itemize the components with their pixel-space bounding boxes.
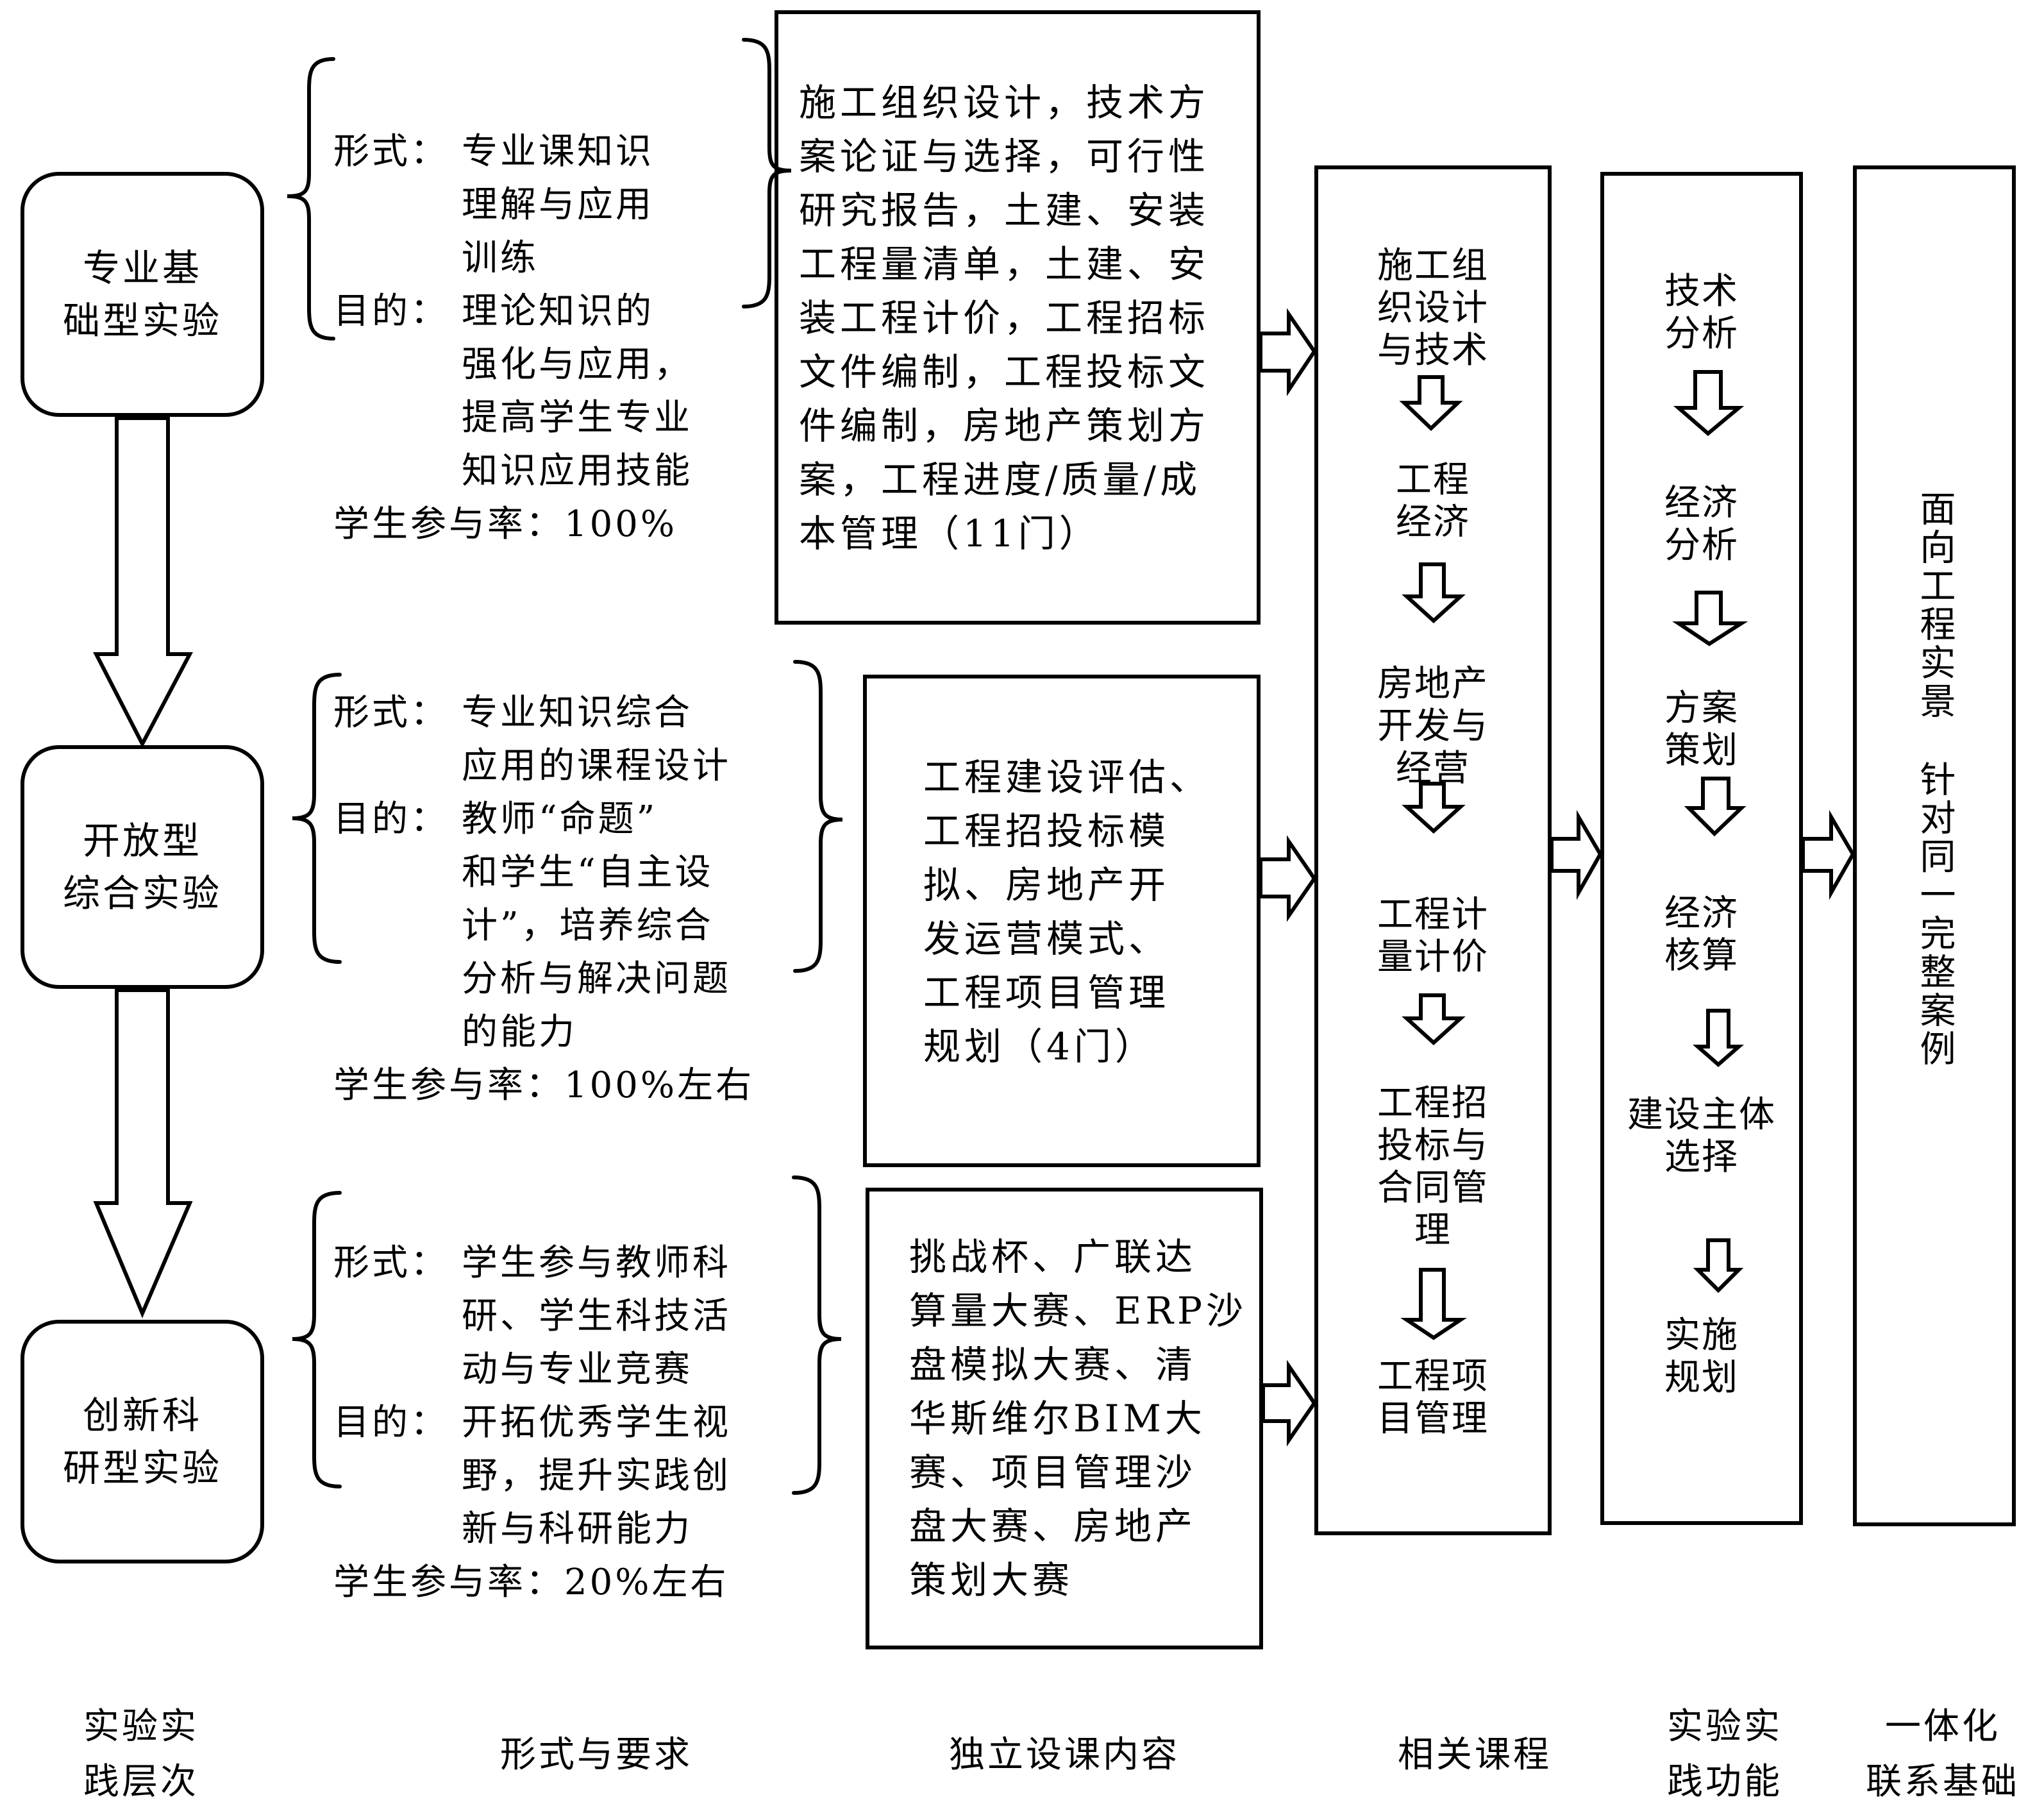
form-value: 学生参与教师科 研、学生科技活 动与专业竞赛 — [462, 1242, 731, 1390]
requirements-basic: 形式： 专业课知识 理解与应用 训练 目的： 理论知识的 强化与应用， 提高学生专业… — [333, 125, 692, 551]
form-label: 形式： — [333, 131, 449, 173]
footer-label-requirements: 形式与要求 — [500, 1734, 692, 1776]
course-content-text-open: 工程建设评估、 工程招投标模 拟、房地产开 发运营模式、 工程项目管理 规划（4… — [923, 755, 1211, 1068]
down-arrow-basic-to-open — [93, 416, 193, 748]
practice-function-item: 实施 规划 — [1664, 1315, 1739, 1399]
requirements-innovative: 形式： 学生参与教师科 研、学生科技活 动与专业竞赛 目的： 开拓优秀学生视 野，提… — [333, 1236, 731, 1609]
practice-function-item: 技术 分析 — [1664, 271, 1739, 355]
right-brace-open — [793, 660, 843, 973]
purpose-value: 开拓优秀学生视 野，提升实践创 新与科研能力 — [462, 1402, 731, 1550]
related-course-item: 工程招 投标与 合同管 理 — [1377, 1082, 1489, 1251]
level-label-innovative: 创新科 研型实验 — [62, 1394, 222, 1490]
level-box-basic: 专业基 础型实验 — [21, 172, 264, 417]
related-course-item: 工程项 目管理 — [1377, 1356, 1489, 1440]
level-label-open: 开放型 综合实验 — [62, 819, 222, 915]
purpose-label: 目的： — [333, 798, 449, 840]
form-label: 形式： — [333, 692, 449, 734]
purpose-label: 目的： — [333, 291, 449, 332]
related-courses-box: 施工组 织设计 与技术 工程 经济 房地产 开发与 经营 工程计 量计价 工程招… — [1314, 165, 1552, 1535]
related-course-item: 施工组 织设计 与技术 — [1377, 245, 1489, 371]
right-arrow-innovative-to-courses — [1261, 1360, 1317, 1447]
purpose-label: 目的： — [333, 1402, 449, 1444]
purpose-value: 理论知识的 强化与应用， 提高学生专业 知识应用技能 — [462, 291, 692, 492]
related-course-item: 工程 经济 — [1396, 459, 1470, 543]
footer-label-integration-basis: 一体化 联系基础 — [1866, 1706, 2020, 1803]
integration-basis-part2: 针对同一完整案例 — [1914, 761, 1956, 1068]
practice-function-item: 方案 策划 — [1664, 687, 1739, 771]
footer-label-related-courses: 相关课程 — [1398, 1734, 1552, 1776]
right-arrow-courses-to-functions — [1550, 809, 1603, 900]
level-box-innovative: 创新科 研型实验 — [21, 1320, 264, 1563]
right-arrow-basic-to-courses — [1259, 308, 1317, 396]
practice-function-item: 建设主体 选择 — [1627, 1094, 1776, 1178]
integration-basis-box: 面向工程实景 针对同一完整案例 — [1853, 165, 2016, 1526]
footer-label-practice-functions: 实验实 践功能 — [1667, 1706, 1782, 1803]
requirements-open: 形式： 专业知识综合 应用的课程设计 目的： 教师“命题” 和学生“自主设 计”，培… — [333, 686, 754, 1112]
form-value: 专业课知识 理解与应用 训练 — [462, 131, 654, 279]
course-content-box-open: 工程建设评估、 工程招投标模 拟、房地产开 发运营模式、 工程项目管理 规划（4… — [863, 675, 1261, 1167]
down-arrow-open-to-innovative — [93, 988, 193, 1318]
form-label: 形式： — [333, 1242, 449, 1284]
practice-function-item: 经济 核算 — [1664, 893, 1739, 977]
right-arrow-functions-to-basis — [1801, 809, 1856, 900]
form-value: 专业知识综合 应用的课程设计 — [462, 692, 731, 787]
left-brace-basic — [287, 57, 335, 341]
rate-label: 学生参与率： — [333, 1562, 564, 1603]
rate-value: 20%左右 — [564, 1562, 729, 1603]
course-content-box-innovative: 挑战杯、广联达 算量大赛、ERP沙 盘模拟大赛、清 华斯维尔BIM大 赛、项目管… — [866, 1188, 1263, 1649]
left-brace-open — [292, 673, 342, 964]
course-content-text-basic: 施工组织设计，技术方 案论证与选择，可行性 研究报告，土建、安装 工程量清单，土… — [799, 81, 1210, 555]
footer-label-course-content: 独立设课内容 — [949, 1734, 1180, 1776]
rate-label: 学生参与率： — [333, 1065, 564, 1106]
rate-value: 100%左右 — [564, 1065, 755, 1106]
level-box-open: 开放型 综合实验 — [21, 745, 264, 989]
level-label-basic: 专业基 础型实验 — [62, 246, 222, 342]
course-content-text-innovative: 挑战杯、广联达 算量大赛、ERP沙 盘模拟大赛、清 华斯维尔BIM大 赛、项目管… — [909, 1235, 1248, 1602]
practice-function-item: 经济 分析 — [1664, 482, 1739, 566]
rate-value: 100% — [564, 503, 678, 545]
right-arrow-open-to-courses — [1259, 835, 1317, 922]
rate-label: 学生参与率： — [333, 503, 564, 545]
practice-functions-box: 技术 分析 经济 分析 方案 策划 经济 核算 建设主体 选择 实施 规划 — [1600, 172, 1803, 1525]
integration-basis-text: 面向工程实景 针对同一完整案例 — [1857, 490, 2012, 1068]
related-course-item: 房地产 开发与 经营 — [1377, 663, 1489, 789]
related-course-item: 工程计 量计价 — [1377, 894, 1489, 978]
purpose-value: 教师“命题” 和学生“自主设 计”，培养综合 分析与解决问题 的能力 — [462, 798, 731, 1053]
left-brace-innovative — [292, 1191, 342, 1488]
course-content-box-basic: 施工组织设计，技术方 案论证与选择，可行性 研究报告，土建、安装 工程量清单，土… — [775, 10, 1261, 625]
right-brace-innovative — [792, 1175, 842, 1495]
footer-label-levels: 实验实 践层次 — [83, 1706, 199, 1803]
integration-basis-part1: 面向工程实景 — [1914, 490, 1956, 721]
